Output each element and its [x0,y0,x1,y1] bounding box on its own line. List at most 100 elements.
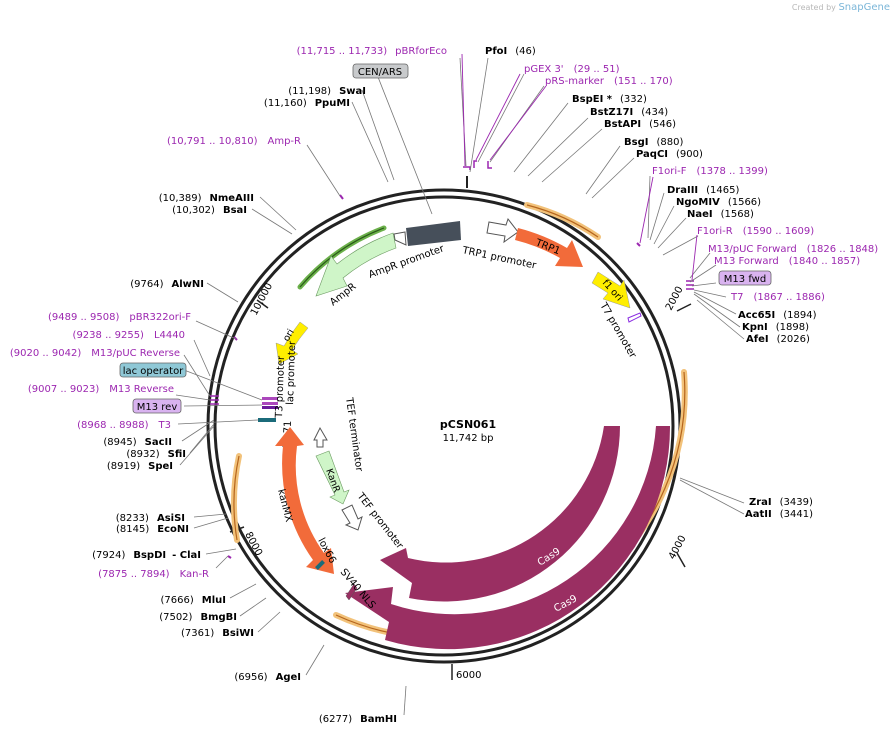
lac-operator-box-label: lac operator [123,366,184,377]
enzyme-kpni: KpnI(1898) [742,322,809,333]
enzyme-bmgbi: (7502)BmgBI [159,612,237,623]
m13-fwd-box [718,270,772,286]
enzyme-bsai: (10,302)BsaI [172,205,247,216]
primer-pbrforeco: (11,715 .. 11,733)pBRforEco [297,46,447,57]
backbone-inner [213,195,675,657]
enzyme-asisi: (8233)AsiSI [116,513,185,524]
primer-mark-pbrforeco [463,166,471,170]
cen-ars-box-label: CEN/ARS [358,67,402,78]
enzyme-bsgi: BsgI(880) [624,137,683,148]
kanr-label: KanR [323,467,342,494]
enzyme-ppumi: (11,160)PpuMI [264,98,350,109]
enzyme-bstz17i: BstZ17I(434) [590,107,668,118]
plasmid-name: pCSN061 [440,418,496,431]
snapgene-credit: Created by SnapGene [791,2,890,13]
tef-promoter-arrow [341,504,363,531]
tef-terminator-label: TEF terminator [343,396,365,473]
orf-arc-ampr-core [299,227,385,288]
plasmid-length: 11,742 bp [443,433,494,444]
trp1-promoter-label: TRP1 promoter [460,245,538,272]
enzyme-econi: (8145)EcoNI [116,524,189,535]
tick-label-4000: 4000 [667,534,689,562]
primer-t7: T7(1867 .. 1886) [730,292,825,303]
cas9-feature-outer [345,426,671,650]
enzyme-bamhi: (6277)BamHI [319,714,397,725]
primer-mark-m13 [686,280,694,290]
sv40-nls-mark [345,583,358,601]
enzyme-pfoi: PfoI(46) [485,46,536,57]
primer-prs-marker: pRS-marker(151 .. 170) [545,76,673,87]
enzyme-spei: (8919)SpeI [107,461,173,472]
ampr-feature [315,232,397,297]
tick-2000 [676,303,692,312]
cas9-feature-inner [380,426,620,602]
trp1-promoter-arrow [486,217,519,244]
m13-fwd-box-label: M13 fwd [724,274,766,285]
primer-mark-f1ori [636,242,641,247]
enzyme-swai: (11,198)SwaI [288,86,366,97]
ori-feature [275,321,309,365]
enzyme-afei: AfeI(2026) [746,334,810,345]
lox66-mark [315,560,325,570]
t3-promoter-label: T3 promoter [274,355,287,419]
ori-label: ori [281,327,297,343]
enzyme-labels: PfoI(46) BspEI *(332) BstZ17I(434) BstAP… [485,46,817,520]
primer-f1ori-f: F1ori-F(1378 .. 1399) [652,166,768,177]
snapgene-logo: SnapGene [838,2,890,13]
primer-m13puc-reverse: (9020 .. 9042)M13/pUC Reverse [10,348,180,359]
enzyme-mlui: (7666)MluI [161,595,226,606]
m13-rev-box [132,398,182,414]
enzyme-sfii: (8932)SfiI [126,449,186,460]
primer-mark-prs [487,161,492,169]
leader-lines [175,57,745,716]
enzyme-bstapi: BstAPI(546) [604,119,676,130]
orf-arc-kan-core [233,455,240,541]
orf-arc-trp1-core [526,204,599,238]
trp1-feature [515,228,583,267]
primer-amp-r: (10,791 .. 10,810)Amp-R [167,136,301,147]
tef-promoter-label: TEF promoter [354,490,406,552]
kanmx-feature [275,427,334,574]
tick-label-6000: 6000 [456,670,481,681]
sv40-nls-label: SV40 NLS [338,567,378,611]
tick-4000 [676,552,686,568]
lac-region-mark-3 [262,406,278,409]
cen-ars-box [352,63,409,79]
enzyme-bspdi-clai: (7924)BspDI- ClaI [92,550,201,561]
primer-l4440: (9238 .. 9255)L4440 [73,330,185,341]
t7-promoter-label: T7 promoter [597,300,638,361]
lac-region-mark-2 [262,402,278,405]
boxed-labels: CEN/ARS M13 fwd lac operator M13 rev [119,63,772,414]
enzyme-naei: NaeI(1568) [687,209,754,220]
lac-region-mark-1 [262,397,278,400]
lac-promoter-label: lac promoter [285,340,298,405]
m13-rev-box-label: M13 rev [137,402,178,413]
primer-mark-pgex3 [473,160,477,168]
f1-ori-feature [591,271,631,309]
enzyme-bsiwi: (7361)BsiWI [181,628,254,639]
t7-promoter-mark [627,312,642,323]
primer-pgex3: pGEX 3'(29 .. 51) [524,64,620,75]
enzyme-ngomiv: NgoMIV(1566) [676,197,761,208]
enzyme-labels-left: (6277)BamHI (6956)AgeI (7361)BsiWI (7502… [92,86,397,725]
tef-terminator-arrow [313,426,328,448]
primer-kan-r: (7875 .. 7894)Kan-R [98,569,209,580]
primer-labels: (11,715 .. 11,733)pBRforEco pGEX 3'(29 .… [10,46,878,580]
lox71-mark [258,418,276,422]
enzyme-aatii: AatII(3441) [745,509,813,520]
primer-mark-ampr [339,194,344,200]
primer-m13-forward: M13 Forward(1840 .. 1857) [714,256,860,267]
enzyme-zrai: ZraI(3439) [749,497,813,508]
primer-mark-kanr [227,555,232,559]
primer-mark-m13rev [210,395,219,405]
cen-ars-feature [406,221,461,246]
primer-pbr322ori-f: (9489 .. 9508)pBR322ori-F [48,312,191,323]
kanr-feature [315,450,350,505]
enzyme-agei: (6956)AgeI [234,672,301,683]
enzyme-paqci: PaqCI(900) [636,149,703,160]
ampr-promoter-arrow [393,231,407,246]
enzyme-bspei: BspEI *(332) [572,94,647,105]
enzyme-draiii: DraIII(1465) [667,185,740,196]
